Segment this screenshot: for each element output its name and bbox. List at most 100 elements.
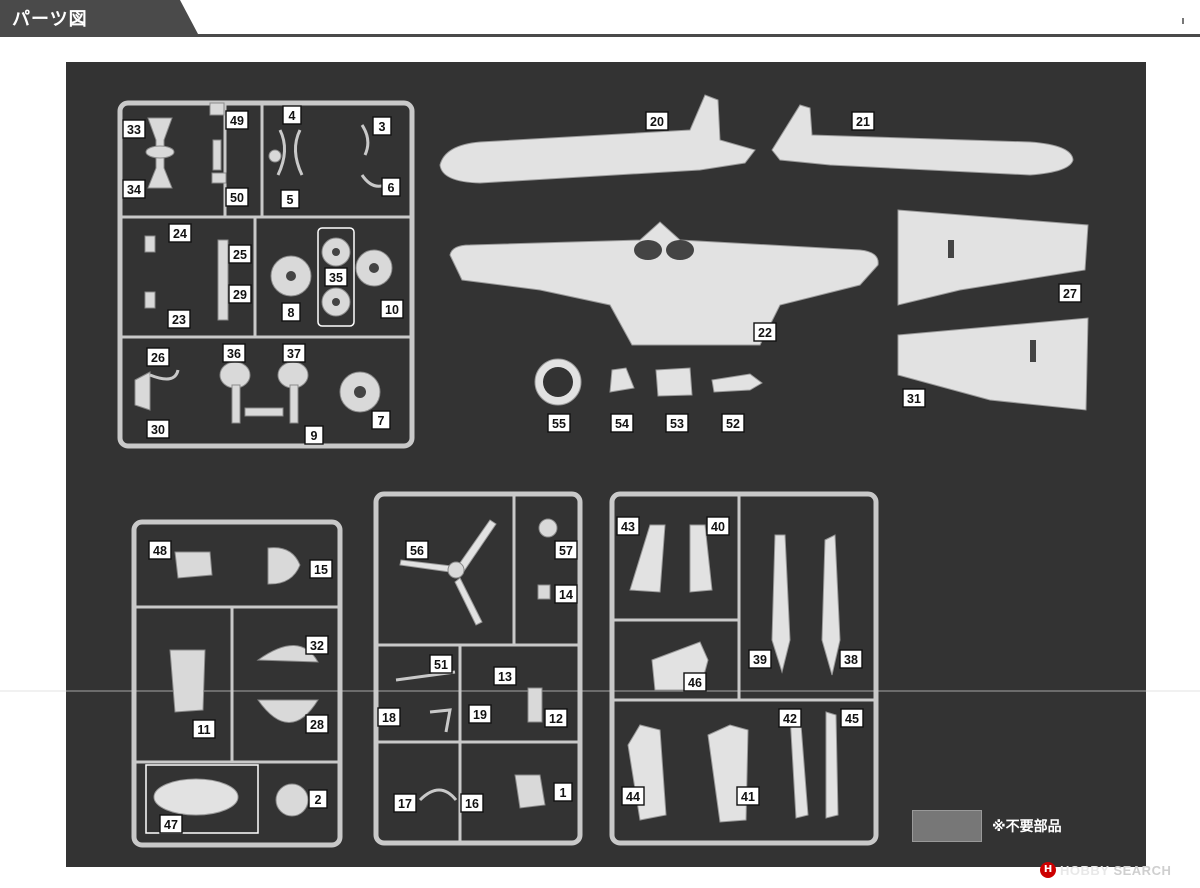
svg-text:46: 46 (688, 676, 702, 690)
svg-text:50: 50 (230, 191, 244, 205)
part-label-5: 5 (280, 189, 300, 209)
svg-text:52: 52 (726, 417, 740, 431)
part-label-16: 16 (460, 793, 484, 813)
svg-text:56: 56 (410, 544, 424, 558)
part-labels: 1 2 3 4 5 6 7 8 9 10 11 12 13 14 15 16 1… (122, 105, 1082, 834)
svg-text:33: 33 (127, 123, 141, 137)
svg-text:9: 9 (311, 429, 318, 443)
part-label-27: 27 (1058, 283, 1082, 303)
svg-text:49: 49 (230, 114, 244, 128)
part-label-18: 18 (377, 707, 401, 727)
part-label-37: 37 (282, 343, 306, 363)
part-label-28: 28 (305, 714, 329, 734)
watermark-suffix: SEARCH (1113, 862, 1172, 878)
svg-text:15: 15 (314, 563, 328, 577)
paper-fold-line (0, 690, 1200, 692)
part-label-4: 4 (282, 105, 302, 125)
part-label-12: 12 (544, 708, 568, 728)
part-label-7: 7 (371, 410, 391, 430)
svg-text:39: 39 (753, 653, 767, 667)
part-label-9: 9 (304, 425, 324, 445)
part-label-29: 29 (228, 284, 252, 304)
part-label-8: 8 (281, 302, 301, 322)
part-label-35: 35 (324, 267, 348, 287)
svg-text:57: 57 (559, 544, 573, 558)
part-label-31: 31 (902, 388, 926, 408)
part-label-45: 45 (840, 708, 864, 728)
svg-text:41: 41 (741, 790, 755, 804)
svg-text:48: 48 (153, 544, 167, 558)
part-label-39: 39 (748, 649, 772, 669)
part-label-49: 49 (225, 110, 249, 130)
page-title: パーツ図 (12, 9, 88, 30)
svg-text:31: 31 (907, 392, 921, 406)
svg-text:27: 27 (1063, 287, 1077, 301)
part-label-56: 56 (405, 540, 429, 560)
svg-text:43: 43 (621, 520, 635, 534)
part-label-6: 6 (381, 177, 401, 197)
header-tick (1182, 18, 1184, 24)
part-label-36: 36 (222, 343, 246, 363)
svg-text:36: 36 (227, 347, 241, 361)
page-header: パーツ図 (0, 0, 1200, 40)
unused-parts-legend: ※不要部品 (992, 819, 1062, 835)
part-label-48: 48 (148, 540, 172, 560)
svg-text:44: 44 (626, 790, 640, 804)
part-label-33: 33 (122, 119, 146, 139)
svg-text:20: 20 (650, 115, 664, 129)
svg-text:32: 32 (310, 639, 324, 653)
part-label-43: 43 (616, 516, 640, 536)
sprue-frame-b (131, 519, 343, 848)
fuselage-parts (439, 94, 1089, 411)
part-label-34: 34 (122, 179, 146, 199)
svg-text:3: 3 (379, 120, 386, 134)
svg-text:47: 47 (164, 818, 178, 832)
part-label-26: 26 (146, 347, 170, 367)
header-rule (0, 34, 1200, 37)
part-label-30: 30 (146, 419, 170, 439)
svg-text:16: 16 (465, 797, 479, 811)
svg-text:18: 18 (382, 711, 396, 725)
part-label-52: 52 (721, 413, 745, 433)
sprue-frame-d (609, 491, 879, 846)
svg-text:4: 4 (289, 109, 296, 123)
part-label-25: 25 (228, 244, 252, 264)
unused-parts-swatch (912, 810, 982, 842)
part-label-51: 51 (429, 654, 453, 674)
part-label-21: 21 (851, 111, 875, 131)
part-label-50: 50 (225, 187, 249, 207)
part-label-17: 17 (393, 793, 417, 813)
part-label-3: 3 (372, 116, 392, 136)
svg-text:55: 55 (552, 417, 566, 431)
svg-text:11: 11 (197, 723, 210, 737)
svg-text:35: 35 (329, 271, 343, 285)
part-label-38: 38 (839, 649, 863, 669)
svg-text:1: 1 (560, 786, 567, 800)
svg-text:12: 12 (549, 712, 563, 726)
svg-text:23: 23 (172, 313, 186, 327)
part-label-19: 19 (468, 704, 492, 724)
part-label-47: 47 (159, 814, 183, 834)
part-label-57: 57 (554, 540, 578, 560)
small-loose-parts (534, 358, 763, 406)
part-label-20: 20 (645, 111, 669, 131)
svg-text:2: 2 (315, 793, 322, 807)
svg-text:10: 10 (385, 303, 399, 317)
svg-text:40: 40 (711, 520, 725, 534)
part-label-15: 15 (309, 559, 333, 579)
svg-text:19: 19 (473, 708, 487, 722)
header-tab: パーツ図 (0, 0, 198, 34)
part-label-32: 32 (305, 635, 329, 655)
svg-text:5: 5 (287, 193, 294, 207)
svg-text:28: 28 (310, 718, 324, 732)
svg-text:8: 8 (288, 306, 295, 320)
svg-text:13: 13 (498, 670, 512, 684)
part-label-42: 42 (778, 708, 802, 728)
part-label-13: 13 (493, 666, 517, 686)
svg-text:21: 21 (856, 115, 870, 129)
svg-text:26: 26 (151, 351, 165, 365)
part-label-46: 46 (683, 672, 707, 692)
sprue-d-parts (627, 524, 841, 823)
